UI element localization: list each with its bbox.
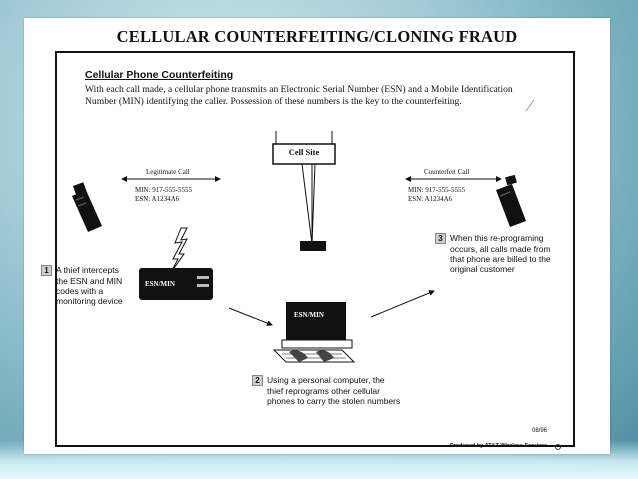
counterfeit-esn: ESN: A1234A6: [408, 195, 453, 203]
step-1: 1 A thief intercepts the ESN and MIN code…: [41, 265, 123, 306]
step-1-line-1: A thief intercepts: [56, 265, 119, 275]
computer-to-phone-arrow: [370, 290, 435, 318]
step-2-number: 2: [252, 375, 263, 386]
step-1-line-2: the ESN and MIN: [56, 276, 123, 286]
diagram-frame: [55, 51, 575, 447]
cell-site-label: Cell Site: [288, 147, 320, 157]
step-3-line-4: original customer: [450, 264, 515, 274]
device-to-computer-arrow: [228, 307, 273, 326]
diagram-credit: Produced by AT&T Wireless Services: [450, 443, 548, 449]
counterfeit-min: MIN: 917-555-5555: [408, 186, 465, 194]
step-2-line-3: phones to carry the stolen numbers: [267, 396, 401, 406]
legitimate-call-label: Legitimate Call: [146, 168, 190, 176]
copyright-circle-icon: [555, 444, 561, 450]
step-1-line-4: monitoring device: [56, 296, 123, 306]
personal-computer-icon: [272, 302, 356, 363]
diagram-date: 08/96: [532, 428, 548, 434]
monitoring-device-label: ESN/MIN: [145, 280, 175, 288]
diagram-subtitle: Cellular Phone Counterfeiting: [85, 69, 234, 81]
slide-title: CELLULAR COUNTERFEITING/CLONING FRAUD: [116, 27, 518, 46]
legitimate-phone-icon: [72, 182, 102, 232]
cell-tower-icon: [272, 131, 336, 251]
step-2: 2 Using a personal computer, the thief re…: [252, 375, 400, 406]
step-3-line-2: occurs, all calls made from: [450, 244, 551, 254]
diagram-graphics: [72, 99, 561, 450]
step-1-line-3: codes with a: [56, 286, 104, 296]
step-3: 3 When this re-programing occurs, all cal…: [435, 233, 551, 274]
signal-bolt-icon: [169, 227, 188, 275]
step-3-line-3: that phone are billed to the: [450, 254, 551, 264]
legitimate-esn: ESN: A1234A6: [135, 195, 180, 203]
intro-paragraph: With each call made, a cellular phone tr…: [85, 84, 513, 107]
step-1-number: 1: [41, 265, 52, 276]
counterfeit-phone-icon: [496, 174, 526, 227]
slide: CELLULAR COUNTERFEITING/CLONING FRAUD Ce…: [24, 18, 610, 454]
monitoring-device-icon: [139, 268, 213, 300]
computer-screen-label: ESN/MIN: [294, 311, 324, 319]
step-3-number: 3: [435, 233, 446, 244]
step-2-line-2: thief reprograms other cellular: [267, 386, 380, 396]
counterfeit-call-label: Counterfeit Call: [424, 168, 470, 176]
step-3-line-1: When this re-programing: [450, 233, 544, 243]
step-2-line-1: Using a personal computer, the: [267, 375, 385, 385]
legitimate-min: MIN: 917-555-5555: [135, 186, 192, 194]
